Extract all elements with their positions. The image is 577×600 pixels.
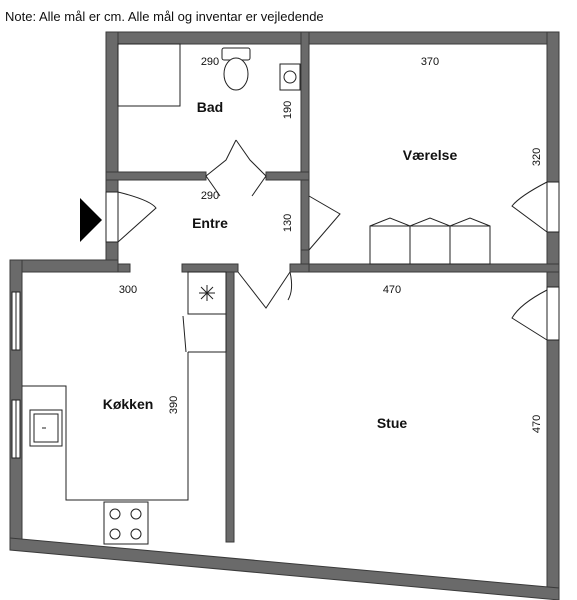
wall-right-lower (546, 339, 560, 589)
wall-top (105, 31, 560, 45)
room-label-entre: Entre (192, 215, 228, 231)
wall-bad-bottom-left (105, 171, 207, 181)
wall-right-upper (546, 31, 560, 183)
stue-entre-door (237, 271, 291, 309)
vaerelse-entre-door (308, 195, 341, 251)
kitchen-counter (22, 352, 189, 501)
vaerelse-right-door-frame (546, 181, 560, 233)
wall-bottom (9, 537, 560, 600)
room-label-vaerelse: Værelse (403, 147, 458, 163)
bathroom-fixtures (117, 43, 301, 107)
front-door-frame (105, 191, 119, 243)
dim-vaerelse-width: 370 (421, 56, 439, 68)
stue-right-door-swing (511, 289, 548, 341)
wall-entre-bottom-mid (181, 263, 239, 273)
wardrobe (369, 217, 491, 265)
sink-icon (279, 63, 301, 91)
dim-vaerelse-depth: 320 (531, 148, 543, 166)
kitchen-fixtures (22, 271, 227, 545)
front-door-swing (117, 191, 157, 243)
dim-bad-width: 290 (201, 56, 219, 68)
dim-bad-depth: 190 (282, 101, 294, 119)
wall-entre-bottom-right (289, 263, 310, 273)
entrance-arrow-icon (80, 198, 102, 242)
dim-kokken-width: 300 (119, 284, 137, 296)
room-label-kokken: Køkken (103, 396, 154, 412)
dim-kokken-depth: 390 (168, 396, 180, 414)
wall-kitchen-stue (225, 271, 235, 543)
kitchen-windows (11, 291, 21, 459)
wall-entre-bottom-left (117, 263, 131, 273)
wardrobe-body (369, 225, 491, 265)
toilet-icon (221, 47, 251, 91)
stue-right-door-frame (546, 286, 560, 341)
stove-icon (103, 501, 149, 545)
dim-stue-width: 470 (383, 284, 401, 296)
doors (105, 139, 560, 341)
plan-note: Note: Alle mål er cm. Alle mål og invent… (5, 9, 324, 24)
fan-icon (199, 285, 215, 301)
room-label-stue: Stue (377, 415, 408, 431)
stue-door-arc (287, 271, 293, 301)
bad-door-leaves (205, 139, 267, 177)
wall-right-mid (546, 231, 560, 288)
wall-kitchen-top (9, 259, 119, 273)
wall-left-upper (105, 31, 119, 193)
bad-door-lower (205, 175, 267, 197)
sink-icon (29, 409, 63, 447)
shower-tray (117, 43, 181, 107)
wall-bad-bottom-right (265, 171, 310, 181)
vaerelse-right-door-swing (511, 181, 548, 233)
dim-entre-depth: 130 (282, 214, 294, 232)
dim-entre-width: 290 (201, 190, 219, 202)
kitchen-cabinet (188, 313, 227, 353)
wall-bad-vaerelse (300, 31, 310, 271)
room-label-bad: Bad (197, 99, 223, 115)
wall-vaerelse-stue (300, 263, 560, 273)
wardrobe-doors (369, 217, 491, 227)
dim-stue-depth: 470 (531, 415, 543, 433)
